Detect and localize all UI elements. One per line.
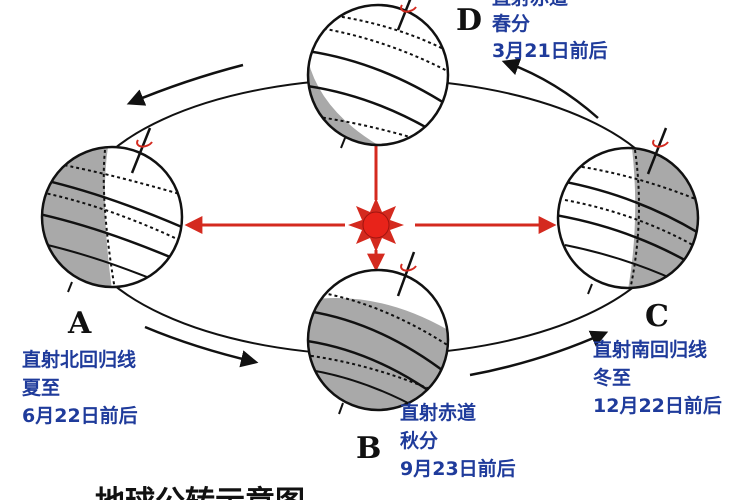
label-d-line1: 直射赤道 bbox=[492, 0, 568, 9]
label-a-line2: 夏至 bbox=[22, 377, 60, 399]
orbit-arrow-bottom-right bbox=[469, 330, 609, 377]
orbit-arrow-top-right bbox=[501, 58, 599, 119]
label-a-line3: 6月22日前后 bbox=[22, 404, 138, 427]
sun-icon bbox=[348, 198, 404, 252]
earth-d bbox=[306, 0, 450, 149]
earth-c bbox=[556, 127, 700, 295]
earth-b bbox=[306, 251, 450, 415]
label-a-line1: 直射北回归线 bbox=[22, 348, 136, 371]
label-d-line2: 春分 bbox=[492, 12, 530, 35]
label-d-line3: 3月21日前后 bbox=[492, 39, 608, 62]
diagram-title: 地球公转示意图 bbox=[95, 485, 305, 500]
orbit-arrow-top-left bbox=[126, 63, 244, 106]
label-b-line1: 直射赤道 bbox=[400, 401, 476, 424]
orbit-arrow-bottom-left bbox=[144, 325, 259, 368]
label-c-line3: 12月22日前后 bbox=[593, 394, 722, 417]
label-d-letter: D bbox=[456, 3, 482, 38]
label-b-line2: 秋分 bbox=[400, 429, 438, 452]
earth-a bbox=[40, 127, 184, 293]
label-a-letter: A bbox=[67, 306, 92, 341]
label-c-line1: 直射南回归线 bbox=[593, 338, 707, 361]
label-c-letter: C bbox=[645, 299, 669, 334]
label-c-line2: 冬至 bbox=[593, 366, 631, 389]
label-b-letter: B bbox=[356, 431, 381, 466]
label-b-line3: 9月23日前后 bbox=[400, 457, 516, 480]
